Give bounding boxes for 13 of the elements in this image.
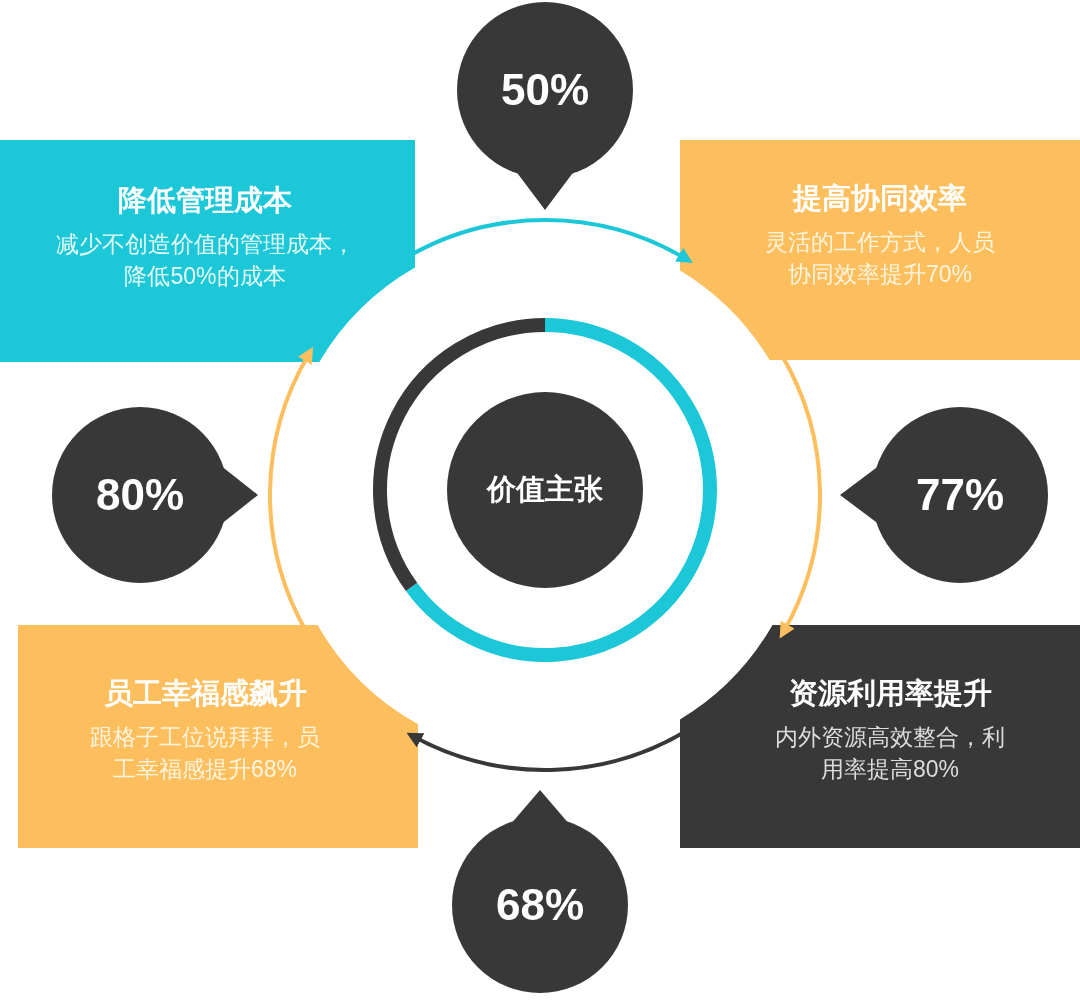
percent-value: 77%: [915, 470, 1005, 520]
percent-value: 80%: [95, 470, 185, 520]
card-description: 内外资源高效整合，利用率提高80%: [774, 723, 1006, 784]
card-description: 灵活的工作方式，人员协同效率提升70%: [764, 228, 996, 289]
card-heading: 资源利用率提升: [787, 676, 993, 711]
card-heading: 降低管理成本: [117, 183, 293, 218]
card-description: 减少不创造价值的管理成本，降低50%的成本: [55, 230, 355, 291]
percent-value: 68%: [495, 880, 585, 930]
card-heading: 员工幸福感飙升: [102, 676, 308, 711]
card-heading: 提高协同效率: [791, 181, 968, 216]
card-description: 跟格子工位说拜拜，员工幸福感提升68%: [89, 723, 321, 784]
center-title: 价值主张: [487, 472, 603, 507]
percent-value: 50%: [500, 65, 590, 115]
